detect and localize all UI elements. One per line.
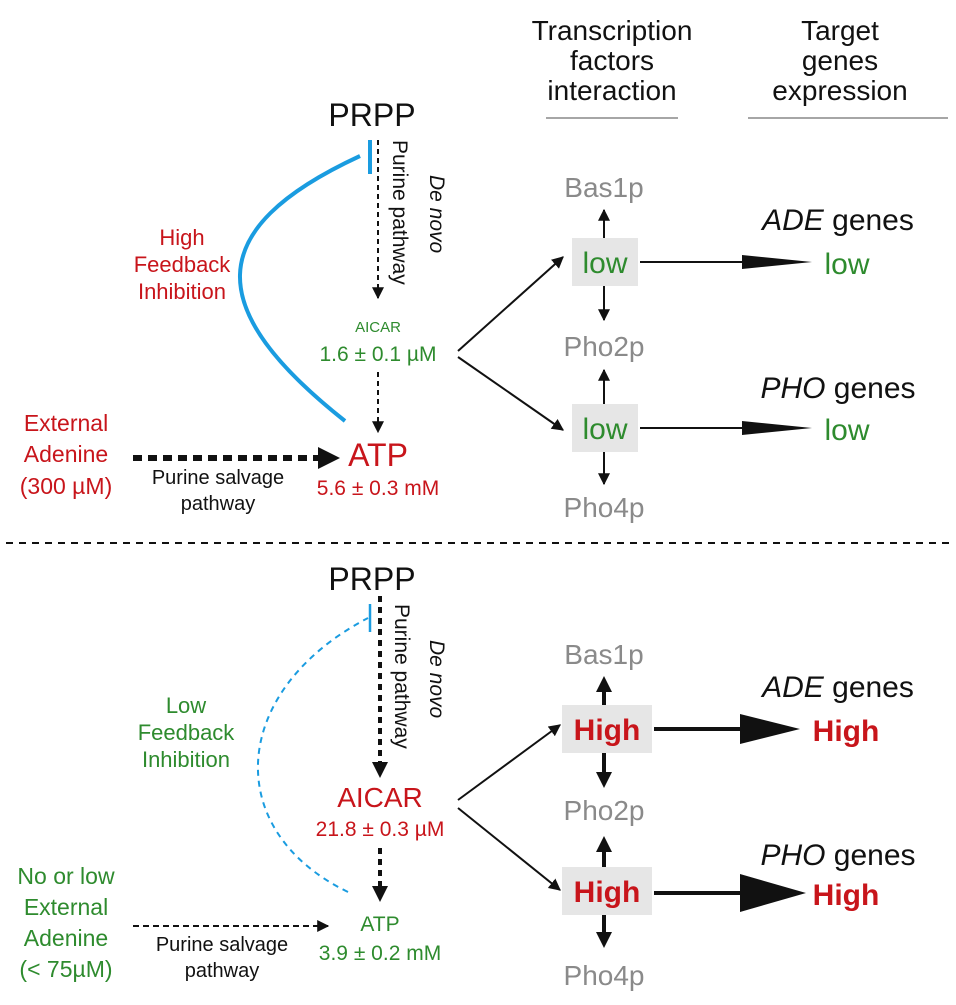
bottom-branch-arrow-upper: [457, 724, 561, 801]
bottom-external-line-4: (< 75µM): [19, 956, 112, 982]
tf-header-line-1: Transcription: [532, 15, 693, 46]
bottom-pho-arrow-head: [740, 874, 806, 912]
bottom-aicar-to-atp-arrow-head: [372, 886, 388, 902]
bottom-tf-box-2: [562, 867, 652, 915]
bottom-de-novo-label: De novo: [425, 640, 448, 719]
top-pho-arrow-head: [742, 421, 812, 435]
bottom-external-line-2: External: [24, 894, 108, 920]
top-feedback-line-2: Feedback: [134, 252, 232, 277]
bottom-external-line-1: No or low: [17, 863, 115, 889]
top-pho2p-label: Pho2p: [564, 331, 645, 362]
bottom-bas1p-label: Bas1p: [564, 639, 643, 670]
bottom-pho-genes-word: genes: [825, 839, 915, 872]
top-tf-box-1: [572, 238, 638, 286]
bottom-salvage-line-1: Purine salvage: [156, 934, 288, 956]
top-external-line-3: (300 µM): [20, 473, 113, 499]
top-ade-genes-word: genes: [824, 204, 914, 237]
top-branch-arrow-upper: [457, 256, 564, 352]
top-panel: PRPP De novo Purine pathway High Feedbac…: [20, 97, 916, 523]
top-pho-genes-label: PHO genes: [760, 372, 915, 405]
top-ade-level: low: [824, 248, 869, 281]
top-branch-arrow-lower: [457, 356, 564, 431]
bottom-pho-gene-name: PHO: [760, 839, 825, 872]
top-bas1p-label: Bas1p: [564, 172, 643, 203]
bottom-pho2p-down-arrow-head: [596, 772, 612, 788]
bottom-branch-arrow-lower: [457, 807, 561, 891]
top-ade-genes-label: ADE genes: [760, 204, 914, 237]
bottom-salvage-line-2: pathway: [185, 960, 260, 982]
top-feedback-line-1: High: [159, 225, 204, 250]
top-tf-level-2: low: [582, 413, 627, 446]
tf-header-line-3: interaction: [547, 75, 676, 106]
bottom-ade-gene-name: ADE: [760, 671, 825, 704]
top-feedback-inhibition-curve: [238, 154, 361, 423]
bottom-tf-level-2: High: [574, 876, 641, 909]
bottom-pho-level: High: [813, 879, 880, 912]
bottom-bas1p-arrow-head: [596, 676, 612, 692]
bottom-feedback-inhibition-curve: [256, 617, 369, 893]
top-feedback-line-3: Inhibition: [138, 279, 226, 304]
top-de-novo-label: De novo: [425, 175, 448, 254]
top-pho-gene-name: PHO: [760, 372, 825, 405]
bottom-ade-genes-label: ADE genes: [760, 671, 914, 704]
top-external-line-1: External: [24, 410, 108, 436]
bottom-panel: PRPP De novo Purine pathway Low Feedback…: [17, 561, 915, 991]
bottom-pho2p-label: Pho2p: [564, 795, 645, 826]
bottom-pho4p-label: Pho4p: [564, 960, 645, 991]
top-atp-label: ATP: [348, 437, 408, 473]
tf-column-header: Transcription factors interaction: [532, 15, 693, 119]
top-atp-value: 5.6 ± 0.3 mM: [317, 477, 439, 500]
bottom-feedback-line-2: Feedback: [138, 720, 236, 745]
tf-header-line-2: factors: [570, 45, 654, 76]
bottom-feedback-line-3: Inhibition: [142, 747, 230, 772]
top-pho-level: low: [824, 414, 869, 447]
bottom-aicar-label: AICAR: [337, 782, 423, 813]
top-tf-level-1: low: [582, 247, 627, 280]
bottom-pho-genes-label: PHO genes: [760, 839, 915, 872]
top-pho-genes-word: genes: [825, 372, 915, 405]
top-aicar-label: AICAR: [355, 319, 401, 336]
target-header-line-3: expression: [772, 75, 907, 106]
bottom-ade-level: High: [813, 715, 880, 748]
bottom-ade-genes-word: genes: [824, 671, 914, 704]
bottom-atp-label: ATP: [360, 913, 399, 936]
top-salvage-line-2: pathway: [181, 493, 256, 515]
bottom-de-novo-arrow-head: [372, 762, 388, 778]
top-aicar-value: 1.6 ± 0.1 µM: [319, 343, 436, 366]
top-ade-arrow-head: [742, 255, 812, 269]
bottom-pho4p-arrow-head: [596, 932, 612, 948]
target-column-header: Target genes expression: [748, 15, 948, 119]
top-salvage-line-1: Purine salvage: [152, 467, 284, 489]
top-external-line-2: Adenine: [24, 441, 108, 467]
bottom-prpp-label: PRPP: [328, 561, 415, 597]
bottom-feedback-line-1: Low: [166, 693, 206, 718]
top-pho4p-label: Pho4p: [564, 492, 645, 523]
top-prpp-label: PRPP: [328, 97, 415, 133]
bottom-tf-level-1: High: [574, 714, 641, 747]
top-tf-box-2: [572, 404, 638, 452]
bottom-external-line-3: Adenine: [24, 925, 108, 951]
bottom-atp-value: 3.9 ± 0.2 mM: [319, 942, 441, 965]
target-header-line-1: Target: [801, 15, 879, 46]
top-purine-pathway-label: Purine pathway: [388, 140, 411, 285]
target-header-line-2: genes: [802, 45, 878, 76]
bottom-aicar-value: 21.8 ± 0.3 µM: [316, 818, 445, 841]
bottom-tf-box-1: [562, 705, 652, 753]
bottom-pho2p-up-arrow-head: [596, 836, 612, 852]
bottom-purine-pathway-label: Purine pathway: [390, 604, 413, 749]
bottom-ade-arrow-head: [740, 714, 800, 744]
top-salvage-arrow-head: [318, 447, 340, 469]
top-ade-gene-name: ADE: [760, 204, 825, 237]
